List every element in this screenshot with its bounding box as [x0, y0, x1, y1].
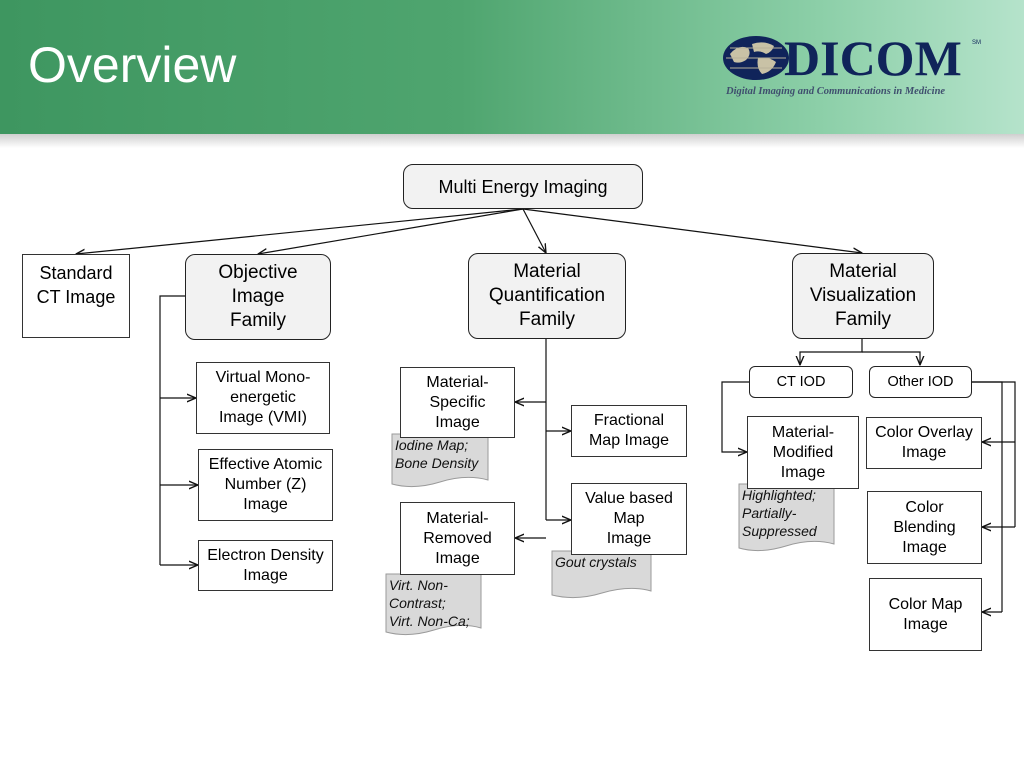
node-virtual-monoenergetic-image: Virtual Mono- energetic Image (VMI)	[196, 362, 330, 434]
connector-vis-split	[800, 339, 863, 365]
node-electron-density-image: Electron Density Image	[198, 540, 333, 591]
connector-root-visualization	[522, 208, 862, 253]
node-value-based-map-image: Value based Map Image	[571, 483, 687, 555]
node-standard-ct-image: Standard CT Image	[22, 254, 130, 338]
connector-root-objective	[258, 208, 524, 254]
node-effective-atomic-number-image: Effective Atomic Number (Z) Image	[198, 449, 333, 521]
note-iodine-bone-density: Iodine Map; Bone Density	[395, 437, 479, 471]
connector-otheriod-trunk2	[972, 381, 1016, 527]
node-color-map-image: Color Map Image	[869, 578, 982, 651]
node-multi-energy-imaging: Multi Energy Imaging	[403, 164, 643, 209]
connector-ctiod-modified	[721, 381, 749, 452]
note-shape-removed	[385, 573, 482, 636]
note-gout-crystals: Gout crystals	[555, 554, 637, 570]
logo-wordmark: DICOM	[784, 30, 962, 86]
note-virtual-non-contrast: Virt. Non- Contrast; Virt. Non-Ca;	[389, 577, 470, 629]
header-shadow	[0, 134, 1024, 148]
node-material-modified-image: Material- Modified Image	[747, 416, 859, 489]
logo-tagline: Digital Imaging and Communications in Me…	[726, 86, 946, 97]
node-material-quantification-family: Material Quantification Family	[468, 253, 626, 339]
node-color-blending-image: Color Blending Image	[867, 491, 982, 564]
node-fractional-map-image: Fractional Map Image	[571, 405, 687, 457]
title-bar: Overview DICOM SM Digital Imaging and Co…	[0, 0, 1024, 134]
note-shape-modified	[738, 483, 835, 552]
globe-icon	[723, 36, 789, 80]
node-objective-image-family: Objective Image Family	[185, 254, 331, 340]
note-highlighted-suppressed: Highlighted; Partially- Suppressed	[742, 487, 817, 539]
node-material-removed-image: Material- Removed Image	[400, 502, 515, 575]
node-ct-iod: CT IOD	[749, 366, 853, 398]
connector-root-quantification	[522, 208, 546, 253]
connector-vis-split-right	[862, 351, 920, 365]
node-material-specific-image: Material- Specific Image	[400, 367, 515, 438]
slide-title: Overview	[28, 37, 237, 93]
node-color-overlay-image: Color Overlay Image	[866, 417, 982, 469]
dicom-logo: DICOM SM Digital Imaging and Communicati…	[722, 30, 992, 106]
node-other-iod: Other IOD	[869, 366, 972, 398]
node-material-visualization-family: Material Visualization Family	[792, 253, 934, 339]
connector-objective-trunk	[159, 295, 185, 565]
note-shape-value	[551, 550, 652, 599]
note-shape-specific	[391, 433, 489, 488]
connector-root-standard	[76, 208, 524, 254]
logo-trademark: SM	[972, 40, 981, 46]
